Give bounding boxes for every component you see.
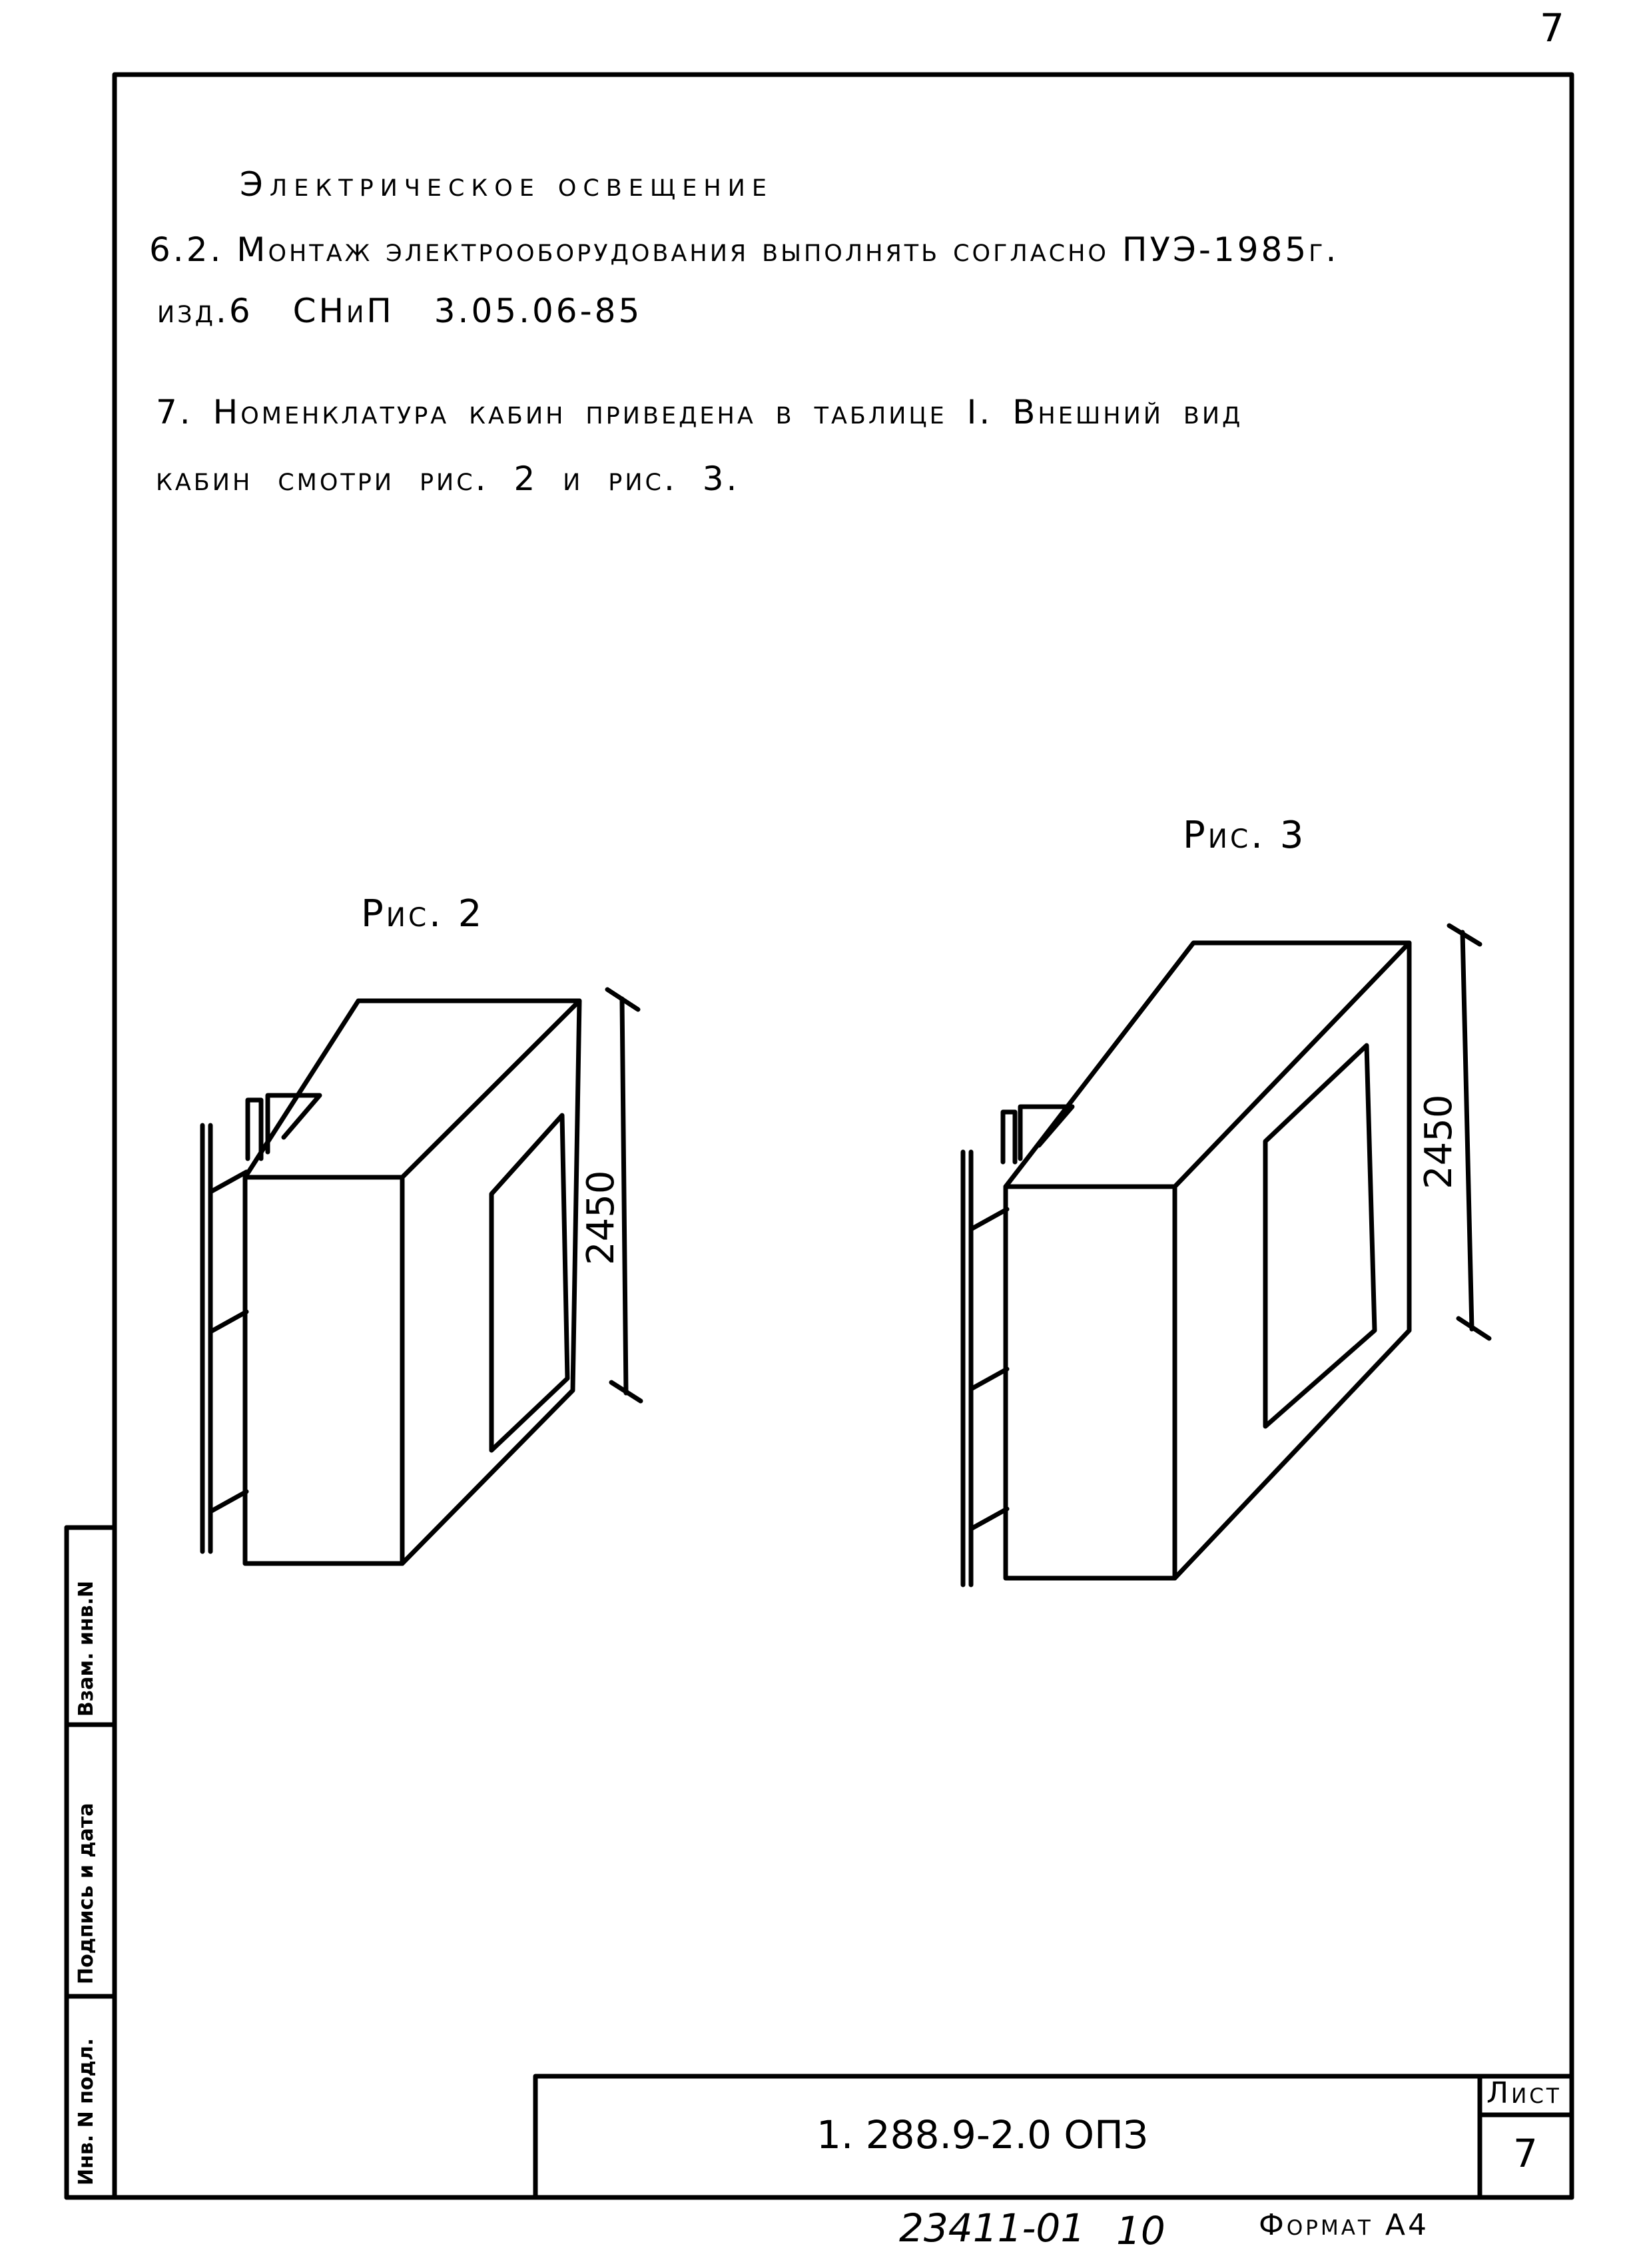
- sheet-label: Лист: [1486, 2076, 1562, 2110]
- figure-3-drawing: [960, 923, 1492, 1587]
- figure-2-dimension-label: 2450: [579, 1170, 623, 1265]
- para-6-2-line-1: 6.2. Монтаж электрооборудования выполнят…: [149, 230, 1339, 269]
- title-block: [533, 2074, 1574, 2200]
- sheet-number: 7: [1513, 2131, 1538, 2176]
- footer-format: Формат А4: [1259, 2208, 1429, 2242]
- footer-sub-number: 10: [1116, 2208, 1165, 2253]
- stamp-inv-podl: Инв. N подл.: [75, 2038, 98, 2185]
- para-6-2-line-2: изд.6 СНиП 3.05.06-85: [157, 292, 643, 330]
- figure-2-drawing: [200, 987, 643, 1566]
- stamp-podpis-data: Подпись и дата: [75, 1803, 98, 1984]
- document-code: 1. 288.9-2.0 ОПЗ: [816, 2112, 1148, 2157]
- para-7-line-1: 7. Номенклатура кабин приведена в таблиц…: [156, 393, 1243, 431]
- stamp-vzam-inv: Взам. инв.N: [75, 1580, 98, 1717]
- section-title: Электрическое освещение: [240, 165, 773, 204]
- figure-2-caption: Рис. 2: [361, 892, 485, 936]
- figure-3-caption: Рис. 3: [1183, 814, 1307, 857]
- footer-doc-number: 23411-01: [899, 2205, 1086, 2251]
- page-number-top: 7: [1540, 5, 1564, 51]
- para-7-line-2: кабин смотри рис. 2 и рис. 3.: [156, 459, 740, 498]
- figure-3-dimension-label: 2450: [1417, 1094, 1461, 1189]
